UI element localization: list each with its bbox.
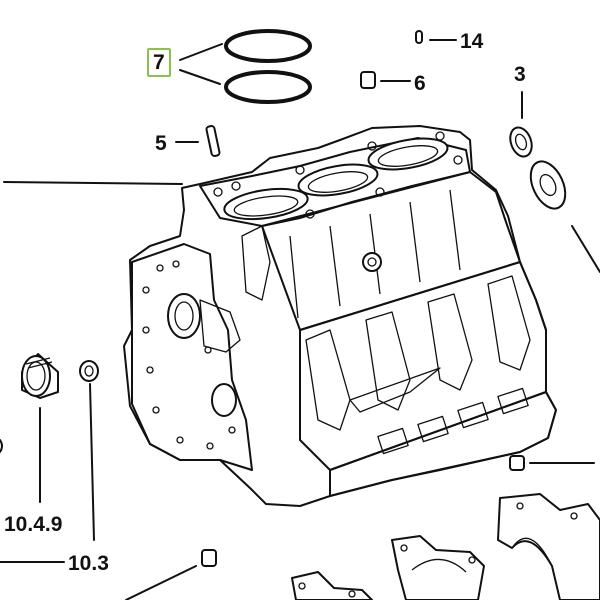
stud-5 (205, 125, 221, 157)
main-bearing-caps (291, 493, 600, 600)
callout-3[interactable]: 3 (514, 63, 526, 86)
edge-fragment (0, 439, 3, 453)
leader-10-3-vertical (89, 383, 95, 541)
callout-7[interactable]: 7 (147, 48, 171, 77)
callout-6[interactable]: 6 (414, 72, 426, 95)
bushing-10-4-9 (21, 353, 59, 399)
pan-rail (329, 391, 557, 497)
dowel-6 (360, 71, 376, 89)
cylinder-bores (223, 137, 449, 221)
front-bore-upper (167, 293, 201, 339)
deck-bolt-holes (213, 131, 463, 219)
crank-webs (305, 275, 531, 431)
leader-block (3, 181, 183, 185)
front-bore-lower (211, 383, 237, 417)
plug-disc (529, 160, 567, 210)
leader-right (571, 225, 600, 273)
side-wall-lower (299, 261, 547, 471)
pan-rail-windows (377, 387, 529, 455)
engine-block (123, 125, 557, 507)
callout-10-3[interactable]: 10.3 (68, 552, 109, 575)
dowel-bottom-right (509, 455, 525, 471)
o-ring-upper (224, 29, 312, 63)
leader-7-lower (179, 69, 221, 85)
bearing-cap-middle (391, 535, 485, 600)
arrow-casting-mark (349, 367, 441, 413)
pin-14 (415, 30, 423, 44)
callout-10-4-9[interactable]: 10.4.9 (4, 513, 63, 536)
dowel-bottom-left (201, 549, 217, 567)
bearing-cap-left (291, 571, 373, 600)
callout-5[interactable]: 5 (155, 132, 167, 155)
leader-7-upper (179, 43, 223, 61)
o-rings (224, 29, 312, 104)
leader-lines (0, 39, 600, 600)
small-parts (21, 30, 567, 567)
front-face (131, 243, 253, 471)
leader-bottom-left (125, 565, 197, 600)
seal-3 (509, 126, 533, 158)
dowel-10-3 (79, 360, 99, 382)
side-ribs (289, 189, 461, 319)
o-ring-lower (224, 70, 312, 104)
callout-14[interactable]: 14 (460, 30, 484, 53)
